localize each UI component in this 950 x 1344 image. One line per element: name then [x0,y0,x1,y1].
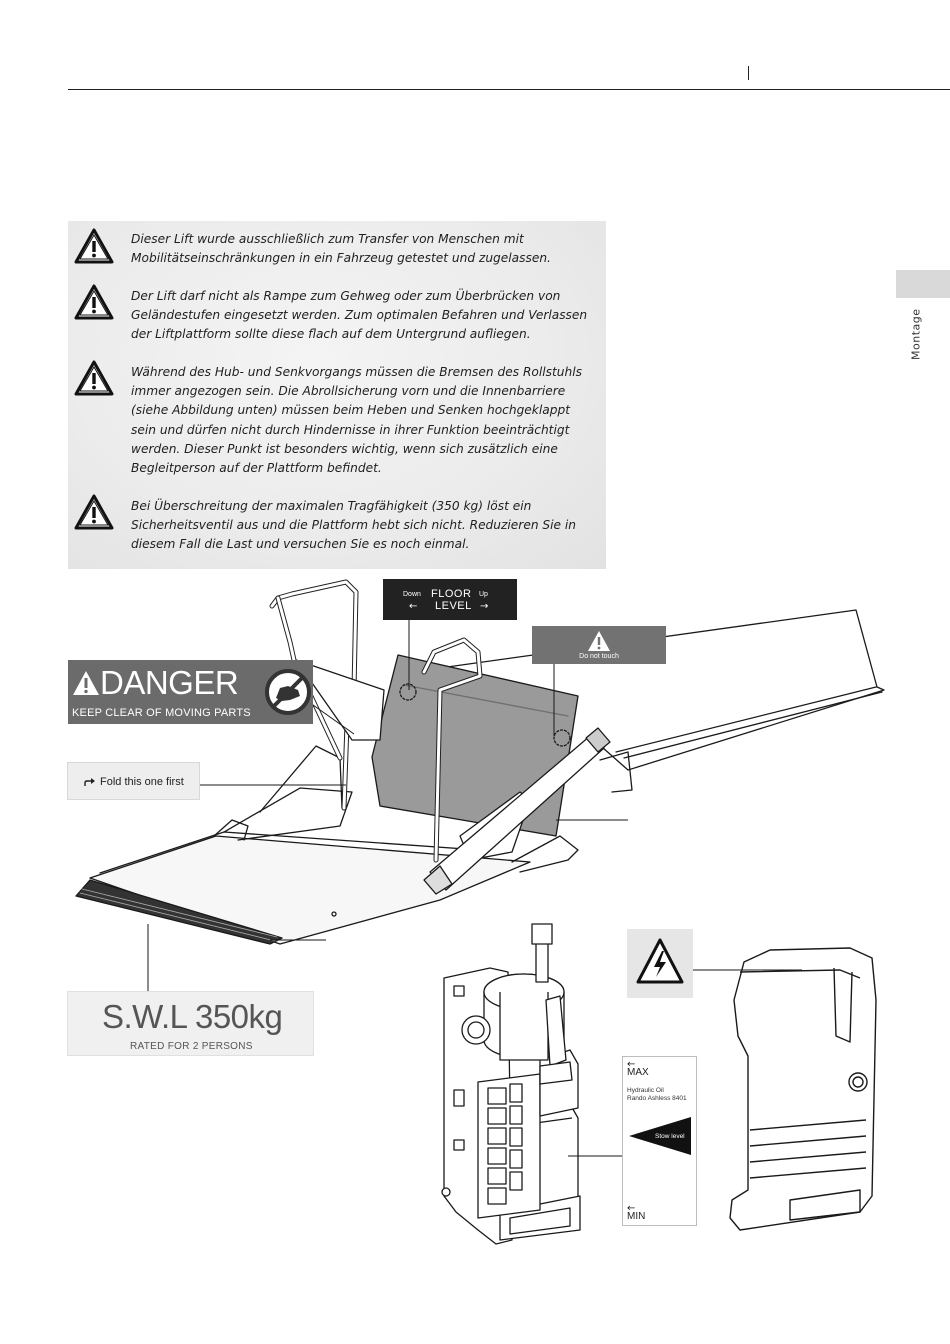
arrow-left-icon: ← [409,601,418,612]
warning-text-3: Während des Hub- und Senkvorgangs müssen… [131,365,582,476]
fold-first-label: Fold this one first [67,762,200,800]
fold-arrow-icon [84,778,95,786]
swl-sub-text: RATED FOR 2 PERSONS [130,1041,253,1052]
electrical-hazard-label [627,929,693,998]
arrow-right-icon: → [480,601,489,612]
do-not-touch-text: Do not touch [579,653,619,660]
warning-text-2: Der Lift darf nicht als Rampe zum Gehweg… [131,289,588,342]
oil-name-line1: Hydraulic Oil [627,1087,664,1094]
warning-text-1: Dieser Lift wurde ausschließlich zum Tra… [131,232,551,266]
arrow-left-icon: ← [627,1059,636,1070]
arrow-left-icon: ← [627,1203,636,1214]
high-voltage-icon [636,938,684,984]
oil-stow-text: Stow level [655,1133,685,1140]
section-tab [896,270,950,298]
oil-max-text: MAX [627,1067,649,1078]
oil-min-text: MIN [627,1211,646,1222]
danger-label: DANGER KEEP CLEAR OF MOVING PARTS [68,660,313,724]
floor-label-up: Up [479,591,488,598]
swl-label: S.W.L 350kg RATED FOR 2 PERSONS [67,991,314,1056]
warning-box: Dieser Lift wurde ausschließlich zum Tra… [68,221,606,569]
warning-triangle-icon [74,494,114,530]
do-not-touch-label: Do not touch [532,626,666,664]
danger-subtitle: KEEP CLEAR OF MOVING PARTS [72,707,251,719]
floor-label-line1: FLOOR [431,588,472,600]
danger-word-row: DANGER [72,664,239,702]
warning-text-4: Bei Überschreitung der maximalen Tragfäh… [131,499,577,552]
warning-triangle-icon [74,360,114,396]
floor-label-line2: LEVEL [435,600,472,612]
warning-triangle-icon [74,284,114,320]
swl-main-text: S.W.L 350kg [102,998,283,1035]
fold-first-text: Fold this one first [100,776,184,788]
header-tick [748,66,749,80]
fold-first-row: Fold this one first [84,776,184,788]
floor-label-down: Down [403,591,421,598]
oil-name-line2: Rando Ashless 8401 [627,1095,687,1102]
warning-triangle-icon [588,631,610,651]
no-hands-icon [265,669,311,715]
header-rule [68,89,950,90]
warning-triangle-icon [74,228,114,264]
floor-level-label: ​ Down FLOOR Up ← LEVEL → [383,579,517,620]
danger-word: DANGER [100,664,239,701]
hydraulic-oil-label: ← MAX Hydraulic Oil Rando Ashless 8401 S… [622,1056,697,1226]
stow-level-arrow-icon [629,1117,691,1155]
warning-triangle-icon [73,671,99,695]
